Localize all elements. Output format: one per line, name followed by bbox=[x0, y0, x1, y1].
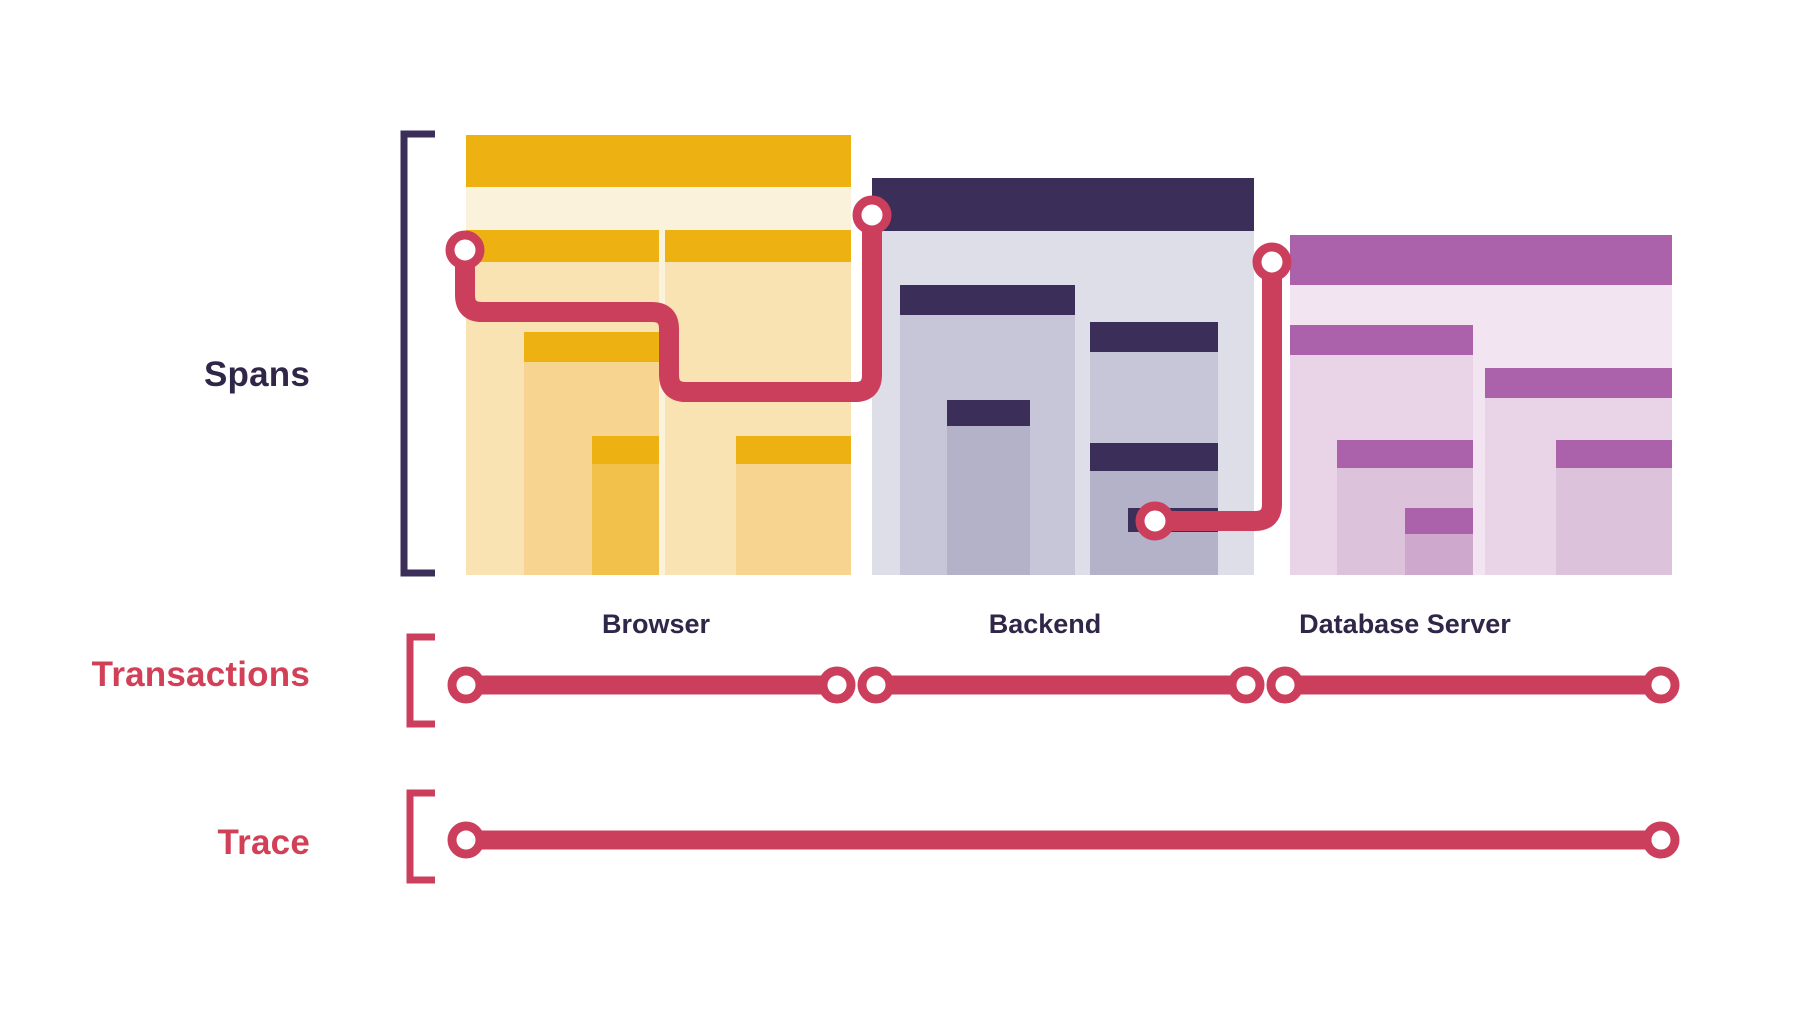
span-group-browser bbox=[466, 135, 851, 575]
browser-child-span-b-header bbox=[665, 230, 851, 262]
browser-child-span-b1-header bbox=[736, 436, 851, 464]
trace-bracket bbox=[406, 789, 435, 884]
span-dot-browser-start bbox=[445, 230, 485, 270]
backend-span-header-bar bbox=[872, 178, 1254, 231]
backend-child-span-a1-header bbox=[947, 400, 1030, 426]
trace-connector-backend-to-database bbox=[1145, 268, 1282, 531]
browser-child-span-a-header bbox=[466, 230, 659, 262]
row-label-trace: Trace bbox=[217, 823, 310, 862]
trace-dot-end bbox=[1642, 821, 1680, 859]
transaction-bars bbox=[447, 666, 1680, 704]
database-child-span-a1-header bbox=[1337, 440, 1473, 468]
browser-span-header-bar bbox=[466, 135, 851, 187]
trace-connector-browser-to-backend bbox=[455, 223, 882, 402]
service-caption-database: Database Server bbox=[1299, 609, 1511, 639]
database-child-span-b-header bbox=[1485, 368, 1672, 398]
spans-bracket bbox=[400, 130, 435, 577]
transactions-bracket bbox=[406, 633, 435, 728]
browser-child-span-a2-header bbox=[592, 436, 659, 464]
transaction-dot-browser-start bbox=[447, 666, 485, 704]
database-child-span-a2-header bbox=[1405, 508, 1473, 534]
service-caption-browser: Browser bbox=[601, 609, 711, 639]
database-child-span-a-header bbox=[1290, 325, 1473, 355]
span-group-database bbox=[1290, 235, 1672, 575]
span-dot-backend-end bbox=[1135, 501, 1175, 541]
transaction-dot-browser-end bbox=[818, 666, 856, 704]
browser-child-span-a1-header bbox=[524, 332, 659, 362]
database-child-span-b1-header bbox=[1556, 440, 1672, 468]
row-label-spans: Spans bbox=[203, 355, 310, 394]
service-caption-backend: Backend bbox=[988, 609, 1102, 639]
backend-child-span-a-header bbox=[900, 285, 1075, 315]
span-connector-dots bbox=[445, 195, 1292, 541]
span-dot-database-start bbox=[1252, 242, 1292, 282]
trace-bar-group bbox=[447, 821, 1680, 859]
transaction-dot-database-end bbox=[1642, 666, 1680, 704]
row-label-transactions: Transactions bbox=[91, 655, 310, 694]
transaction-dot-database-start bbox=[1266, 666, 1304, 704]
span-dot-backend-start bbox=[852, 195, 892, 235]
backend-child-span-a1 bbox=[947, 400, 1030, 575]
span-group-backend bbox=[872, 178, 1254, 575]
backend-child-span-b-header bbox=[1090, 322, 1218, 352]
transaction-dot-backend-start bbox=[857, 666, 895, 704]
transaction-dot-backend-end bbox=[1227, 666, 1265, 704]
backend-child-span-b1-header bbox=[1090, 443, 1218, 471]
trace-dot-start bbox=[447, 821, 485, 859]
database-span-header-bar bbox=[1290, 235, 1672, 285]
